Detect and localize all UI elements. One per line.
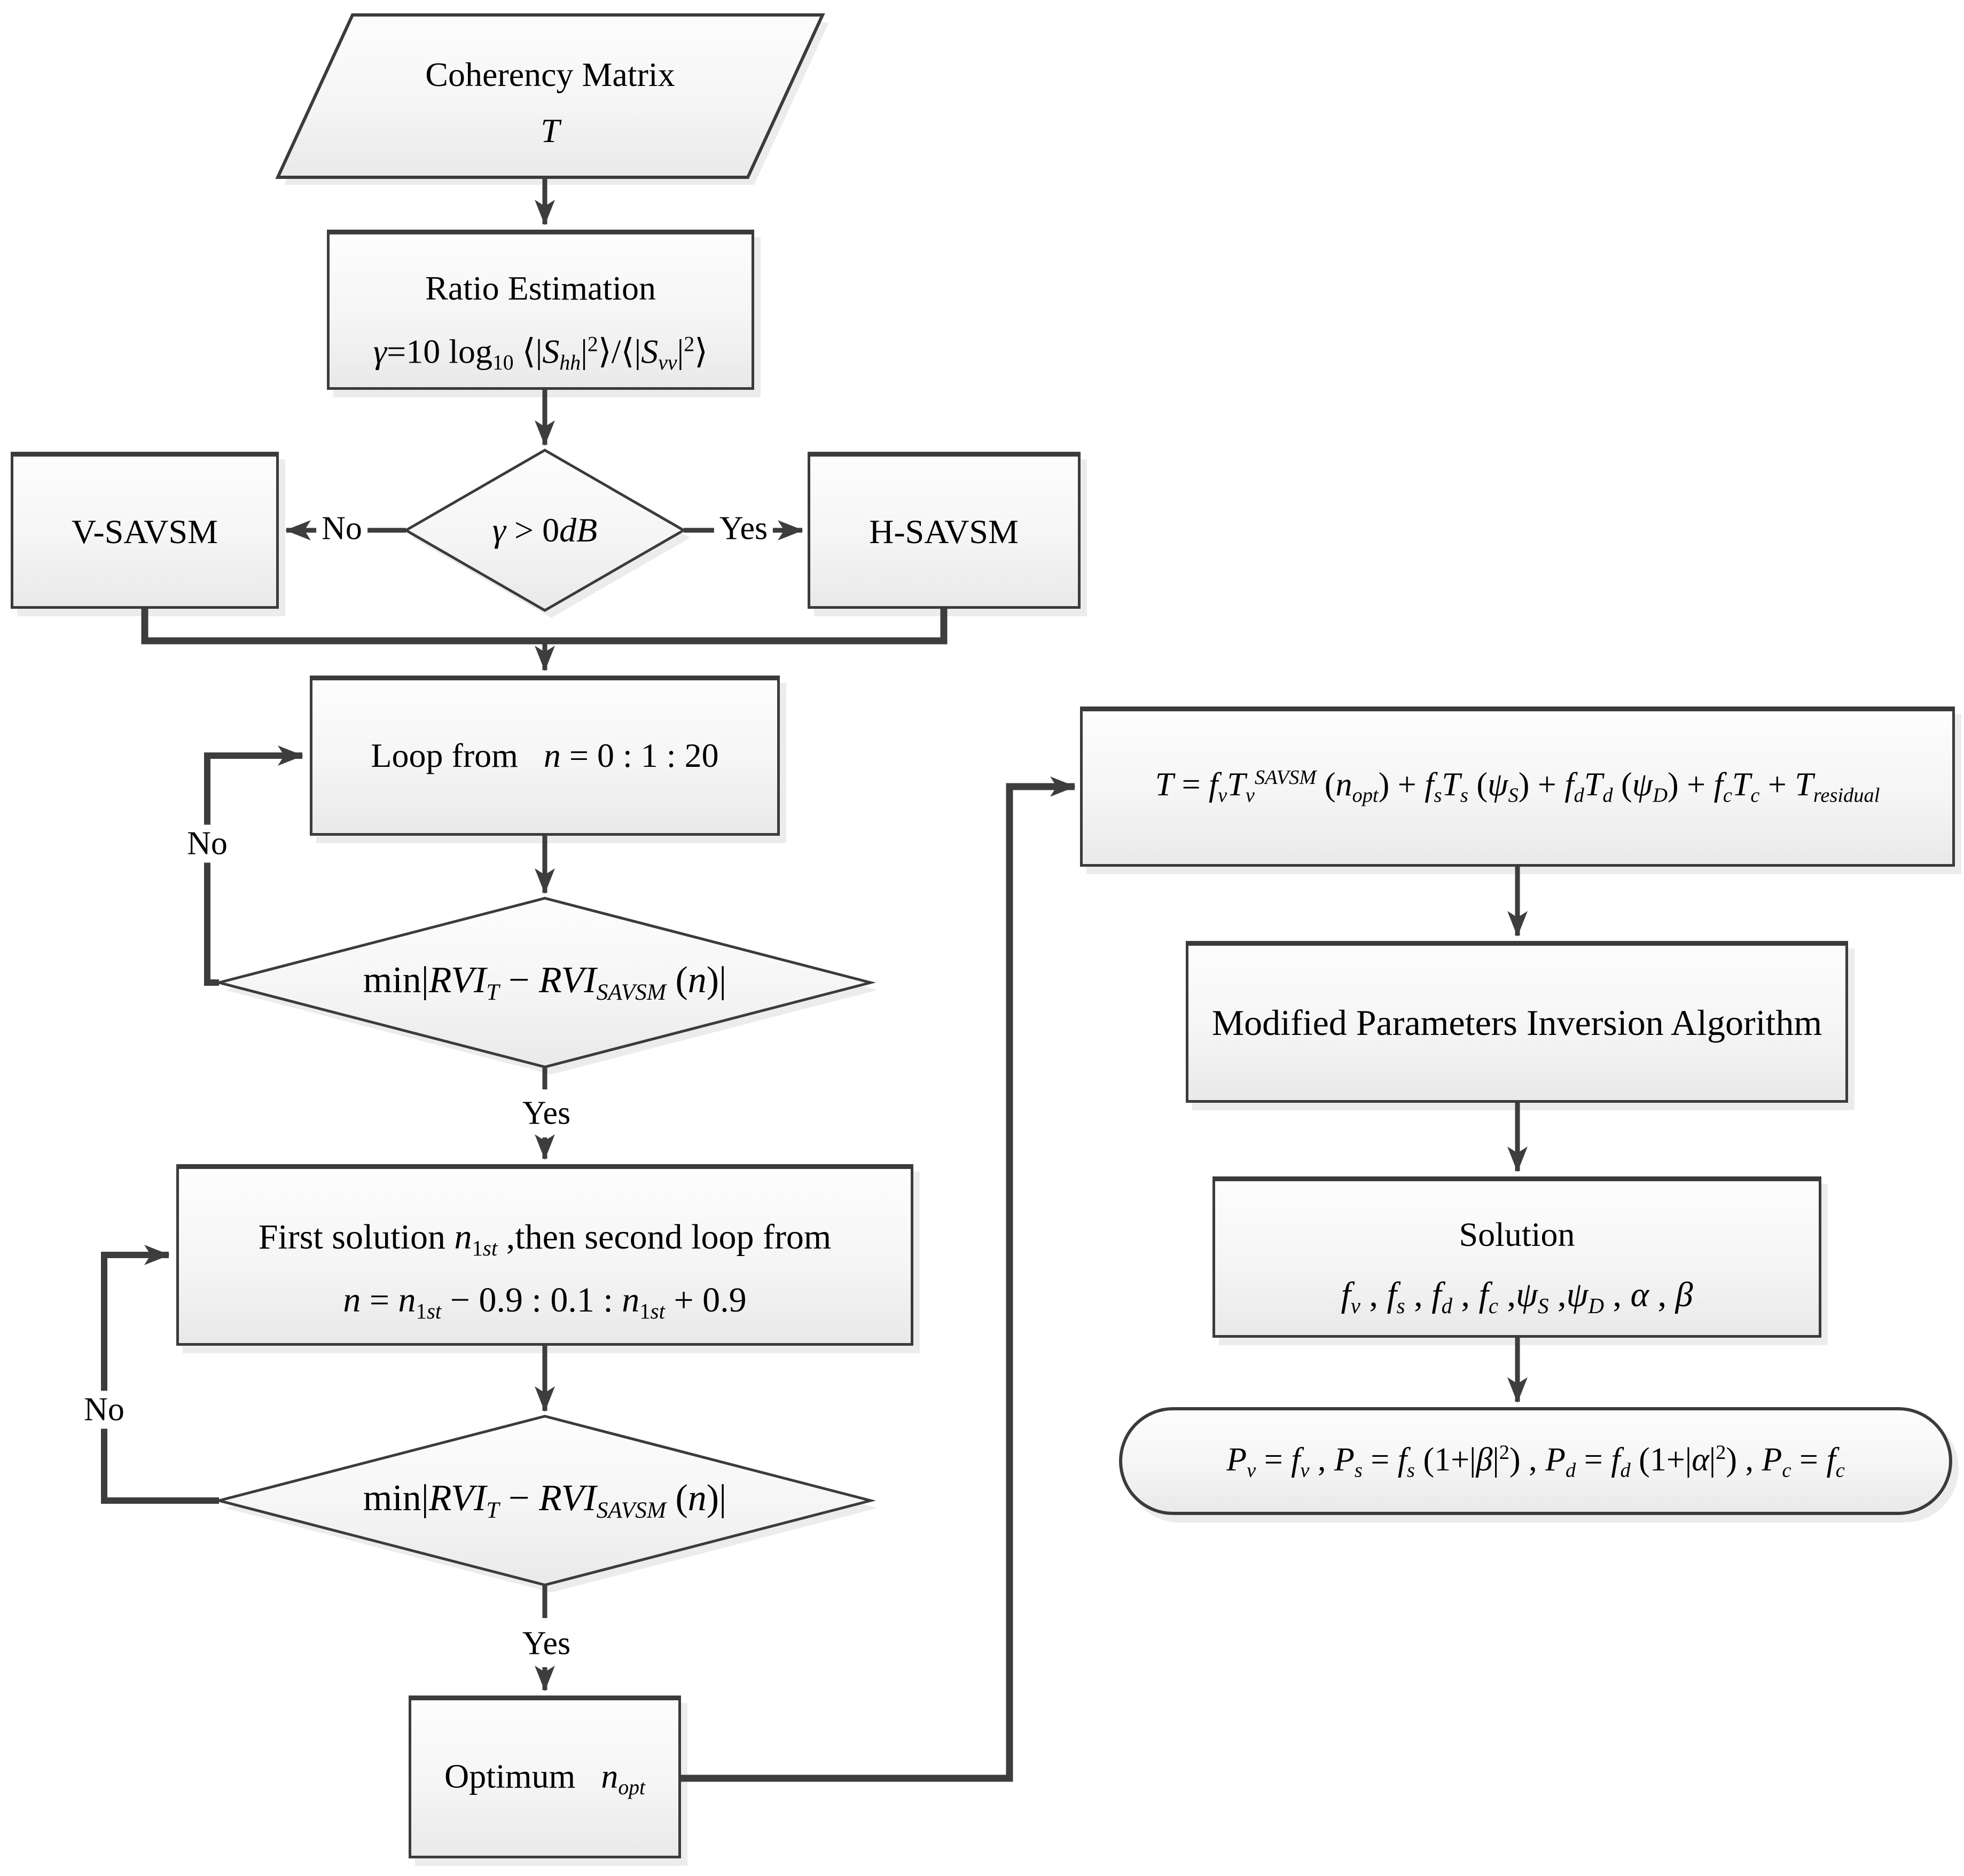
v-savsm-node	[11, 452, 279, 609]
gamma-no-label: No	[316, 509, 367, 548]
ratio-estimation-node	[327, 230, 754, 390]
coherency-symbol: T	[541, 112, 560, 150]
solution-title: Solution	[1459, 1215, 1575, 1254]
min-decision-2-formula: min|RVIT − RVISAVSM (n)|	[363, 1478, 727, 1523]
inversion-label: Modified Parameters Inversion Algorithm	[1211, 1002, 1822, 1043]
h-savsm-node	[808, 452, 1081, 609]
feedback-min1-no-to-loop	[204, 745, 303, 986]
ratio-formula: γ=10 log10 ⟨|Shh|2⟩/⟨|Svv|2⟩	[373, 332, 708, 375]
second-loop-line1: First solution n1st ,then second loop fr…	[258, 1217, 832, 1261]
min-decision-1-formula: min|RVIT − RVISAVSM (n)|	[363, 960, 727, 1005]
optimum-node	[409, 1696, 681, 1858]
second-loop-line2: n = n1st − 0.9 : 0.1 : n1st + 0.9	[343, 1280, 747, 1324]
coherency-matrix-parallelogram	[275, 13, 825, 179]
min2-yes-label: Yes	[517, 1624, 576, 1663]
v-savsm-label: V-SAVSM	[72, 513, 218, 551]
solution-node	[1212, 1176, 1821, 1338]
h-savsm-label: H-SAVSM	[869, 513, 1019, 551]
gamma-yes-label: Yes	[714, 509, 773, 548]
gamma-decision-formula: γ > 0dB	[492, 511, 598, 550]
t-model-node	[1080, 707, 1955, 867]
min2-no-label: No	[79, 1391, 130, 1429]
powers-formula: Pv = fv , Ps = fs (1+|β|2) , Pd = fd (1+…	[1226, 1441, 1845, 1482]
t-model-formula: T = fvTvSAVSM (nopt) + fsTs (ψS) + fdTd …	[1155, 766, 1880, 807]
inversion-node	[1186, 941, 1848, 1103]
ratio-title: Ratio Estimation	[425, 269, 656, 308]
min1-no-label: No	[182, 825, 233, 863]
merge-connector	[141, 609, 948, 645]
powers-node	[1119, 1407, 1952, 1515]
loop-text: Loop from n = 0 : 1 : 20	[371, 736, 719, 775]
optimum-text: Optimum nopt	[444, 1757, 646, 1800]
coherency-title: Coherency Matrix	[425, 56, 675, 94]
solution-params: fv , fs , fd , fc ,ψS ,ψD , α , β	[1341, 1275, 1693, 1318]
min1-yes-label: Yes	[517, 1094, 576, 1133]
